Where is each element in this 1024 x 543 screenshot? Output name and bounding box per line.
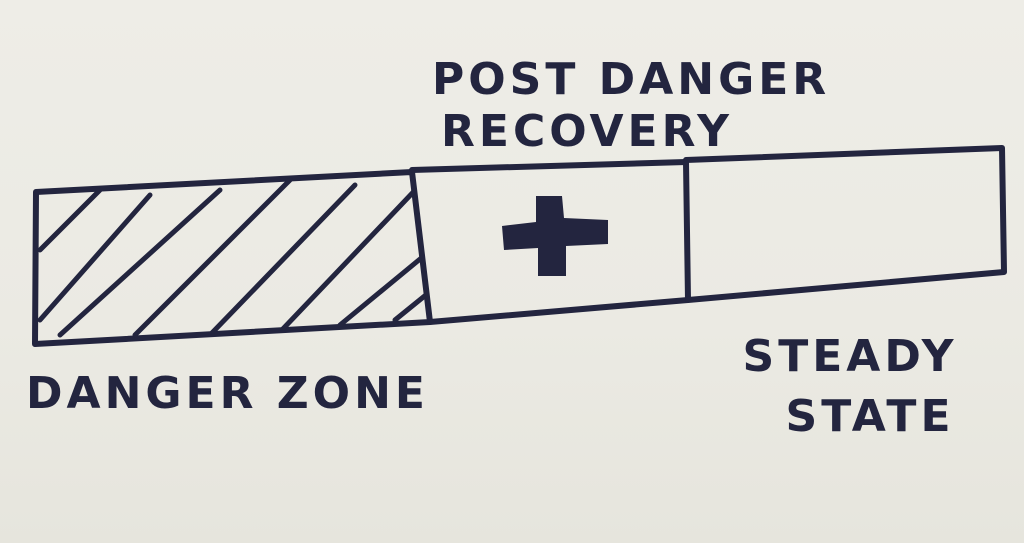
recovery-label-line-2: RECOVERY — [441, 106, 733, 157]
recovery-zone-box — [409, 159, 691, 325]
steady-label-line-2: STATE — [785, 391, 955, 442]
recovery-label-line-1: POST DANGER — [432, 54, 831, 105]
danger-zone-label: DANGER ZONE — [26, 368, 429, 419]
steady-label-line-1: STEADY — [742, 331, 958, 382]
plus-icon — [502, 196, 608, 276]
danger-zone-hatching — [37, 177, 428, 338]
steady-zone-box — [683, 145, 1007, 303]
steady-zone-label: STEADY STATE — [715, 335, 985, 439]
recovery-zone-label: POST DANGER RECOVERY — [432, 54, 831, 157]
